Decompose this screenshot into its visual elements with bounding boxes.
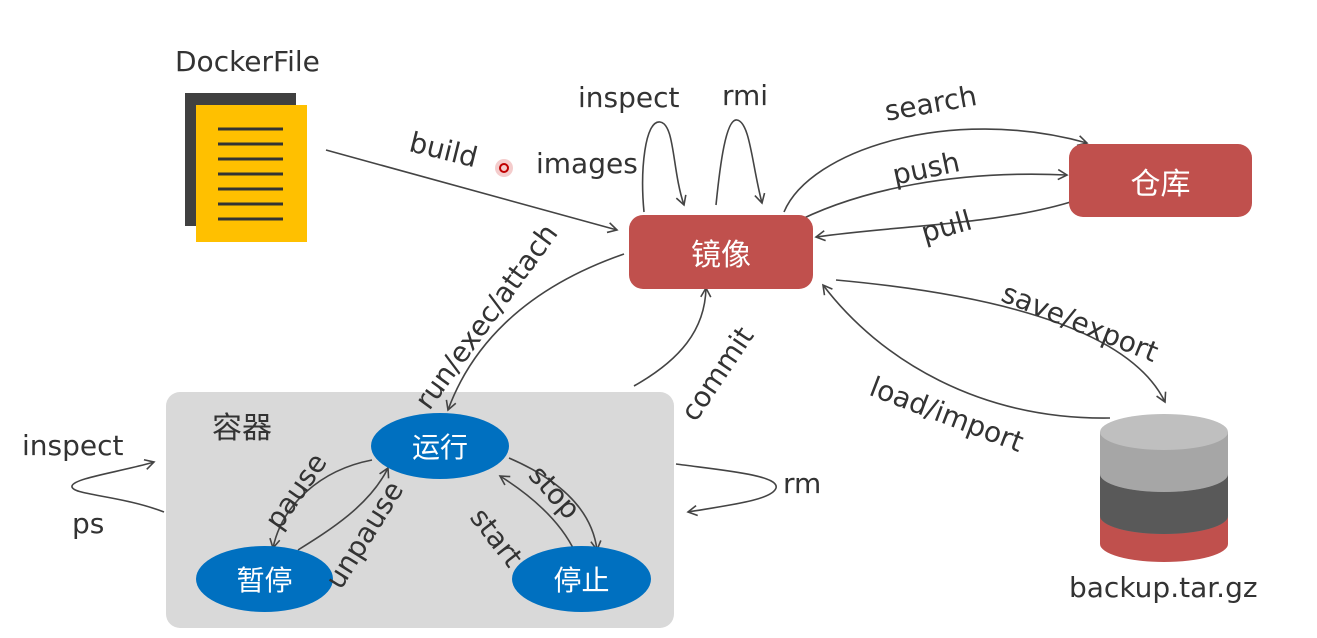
backup-label: backup.tar.gz [1069,571,1258,604]
repository-node: 仓库 [1069,144,1252,217]
edge-rmi-label: rmi [722,79,769,112]
container-group-label: 容器 [212,411,272,446]
backup-database-icon [1100,414,1228,562]
edge-ps-label: ps [72,507,105,540]
paused-state-node: 暂停 [196,546,333,612]
running-state-node: 运行 [371,413,509,479]
edge-inspect-image-label: inspect [578,81,680,114]
image-node: 镜像 [629,215,813,289]
cursor-marker-icon [495,159,513,177]
edge-images-label: images [536,147,638,180]
edge-inspect-container-label: inspect [22,429,124,462]
dockerfile-label: DockerFile [175,45,320,78]
dockerfile-icon [185,93,307,242]
edge-rm-label: rm [783,467,822,500]
stopped-state-node: 停止 [512,546,651,612]
